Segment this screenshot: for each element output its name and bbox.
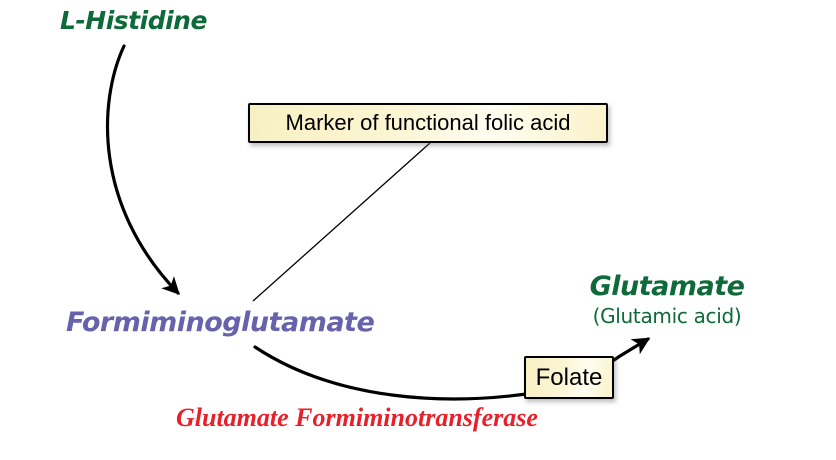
- marker-of-folic-acid-box: Marker of functional folic acid: [248, 103, 608, 143]
- node-formiminoglutamate: Formiminoglutamate: [66, 307, 375, 338]
- folate-box: Folate: [524, 356, 614, 399]
- node-glutamate-subtitle: (Glutamic acid): [592, 304, 742, 328]
- arrow-histidine-to-formiminoglutamate: [105, 44, 180, 295]
- node-glutamate-group: Glutamate (Glutamic acid): [567, 271, 767, 328]
- enzyme-glutamate-formiminotransferase: Glutamate Formiminotransferase: [176, 403, 538, 432]
- node-l-histidine: L-Histidine: [60, 6, 207, 35]
- folate-box-label: Folate: [535, 363, 603, 391]
- marker-box-pointer-line: [252, 142, 431, 302]
- marker-box-label: Marker of functional folic acid: [285, 110, 571, 135]
- node-glutamate: Glutamate: [589, 271, 745, 302]
